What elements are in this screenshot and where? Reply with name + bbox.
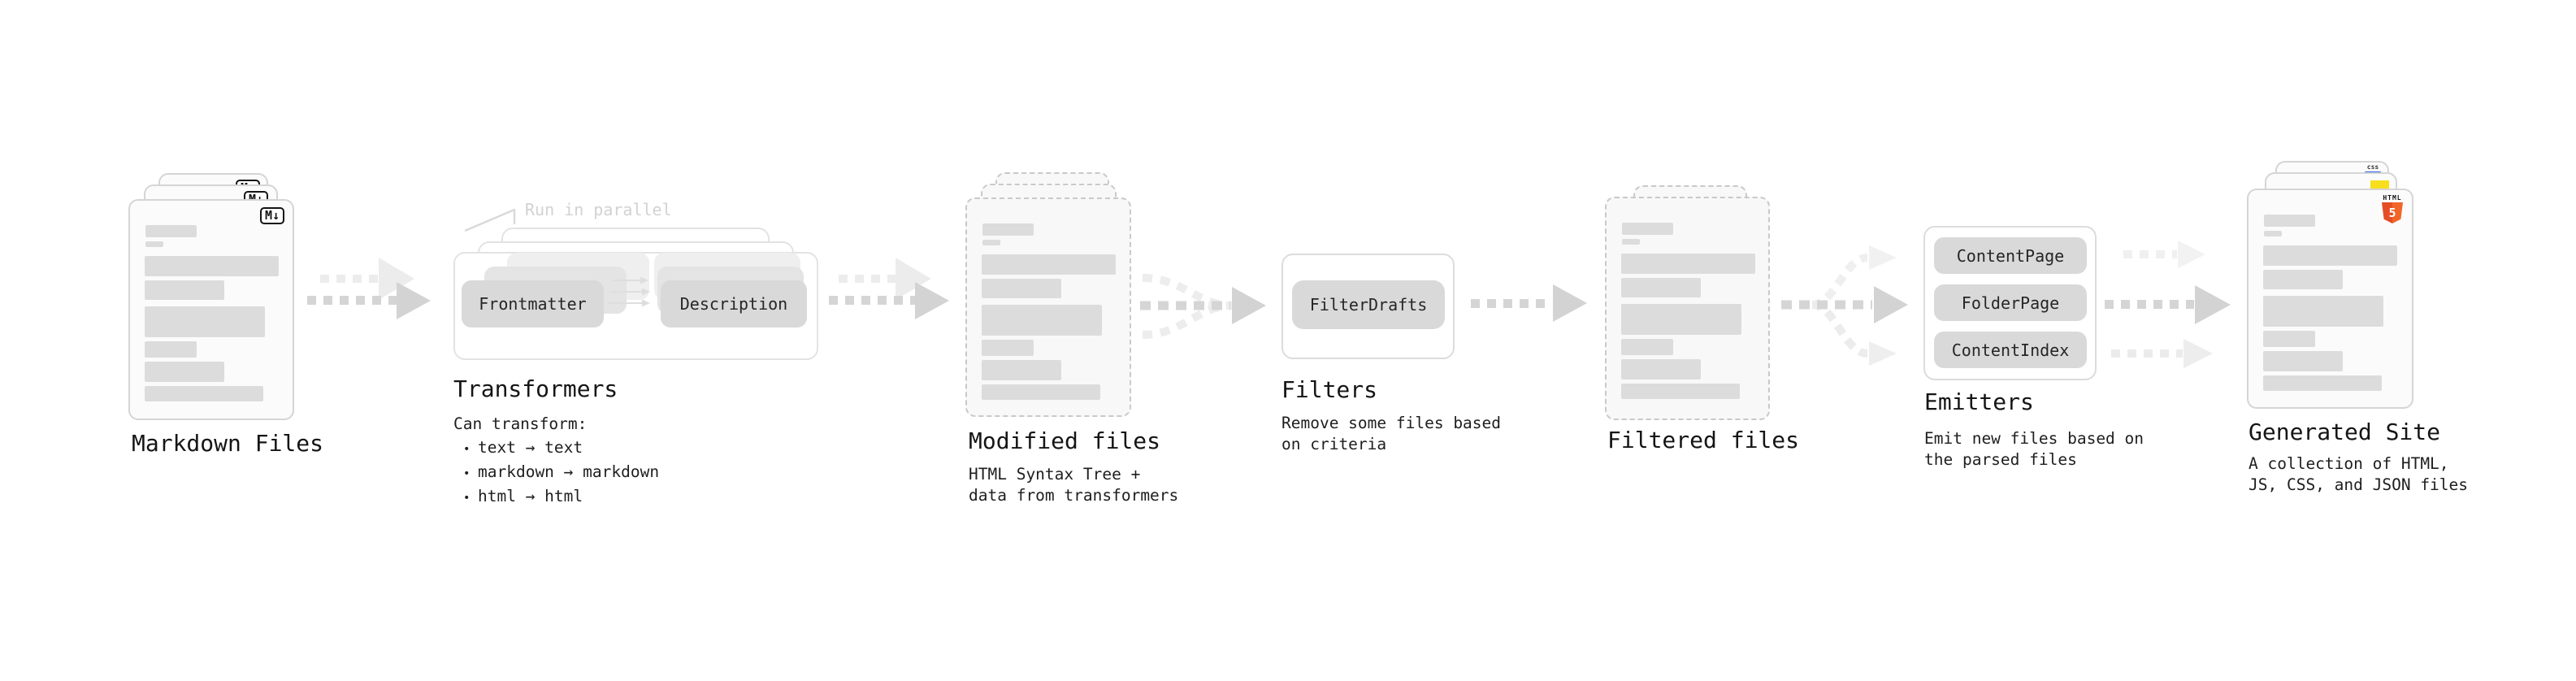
- doc-content-bar: [2263, 351, 2343, 371]
- doc-content-bar: [145, 256, 279, 276]
- modified-file-card-front: [965, 197, 1131, 417]
- list-item: • text → text: [463, 436, 659, 461]
- doc-content-bar: [982, 340, 1034, 356]
- doc-content-bar: [982, 360, 1061, 380]
- arrow-modified-to-filters: [1140, 274, 1266, 339]
- filters-note: Remove some files based on criteria: [1281, 414, 1502, 453]
- filter-drafts-box: FilterDrafts: [1292, 280, 1445, 329]
- description-box: Description: [661, 280, 807, 327]
- doc-content-bar: [982, 223, 1034, 236]
- generated-site-note: A collection of HTML, JS, CSS, and JSON …: [2249, 454, 2469, 494]
- doc-content-bar: [145, 386, 263, 401]
- doc-content-bar: [982, 305, 1102, 336]
- markdown-file-card-front: M↓: [128, 199, 294, 420]
- doc-content-bar: [2263, 331, 2315, 347]
- transformers-bullet-list: • text → text • markdown → markdown • ht…: [463, 436, 659, 510]
- doc-content-bar: [145, 225, 197, 237]
- doc-content-bar: [145, 306, 265, 337]
- bullet-icon: •: [463, 492, 471, 505]
- content-index-label: ContentIndex: [1951, 340, 2070, 360]
- frontmatter-box: Frontmatter: [462, 280, 604, 327]
- generated-site-label: Generated Site: [2249, 419, 2441, 445]
- doc-content-bar: [1621, 254, 1755, 274]
- doc-content-bar: [1622, 239, 1640, 245]
- modified-files-label: Modified files: [969, 427, 1161, 454]
- doc-content-bar: [982, 240, 1000, 245]
- doc-content-bar: [1621, 384, 1740, 399]
- doc-content-bar: [1621, 359, 1701, 380]
- folder-page-label: FolderPage: [1961, 293, 2060, 313]
- doc-content-bar: [1621, 304, 1741, 335]
- doc-content-bar: [2264, 215, 2315, 227]
- list-item: • html → html: [463, 485, 659, 510]
- filters-label: Filters: [1281, 376, 1378, 403]
- doc-content-bar: [2264, 231, 2282, 236]
- frontmatter-box-label: Frontmatter: [479, 294, 587, 314]
- bullet-icon: •: [463, 467, 471, 480]
- arrow-filtered-to-emitters: [1781, 245, 1908, 366]
- doc-content-bar: [2263, 375, 2382, 391]
- folder-page-box: FolderPage: [1934, 284, 2087, 321]
- doc-content-bar: [145, 341, 197, 358]
- filtered-file-card-front: [1605, 197, 1770, 420]
- doc-content-bar: [2263, 296, 2383, 327]
- bullet-icon: •: [463, 443, 471, 456]
- annotation-leader-line: [464, 208, 516, 232]
- markdown-files-label: Markdown Files: [132, 430, 324, 457]
- modified-files-note: HTML Syntax Tree + data from transformer…: [969, 465, 1179, 505]
- transformers-note-title: Can transform:: [453, 414, 588, 433]
- doc-content-bar: [1621, 339, 1673, 355]
- doc-content-bar: [2263, 245, 2397, 266]
- doc-content-bar: [145, 362, 224, 382]
- content-page-box: ContentPage: [1934, 237, 2087, 274]
- run-in-parallel-annotation: Run in parallel: [525, 200, 672, 219]
- parallel-arrows-icon: [608, 276, 650, 307]
- doc-content-bar: [982, 279, 1061, 298]
- emitters-note: Emit new files based on the parsed files: [1924, 429, 2144, 469]
- filter-drafts-label: FilterDrafts: [1309, 295, 1428, 314]
- emitters-label: Emitters: [1924, 388, 2034, 415]
- doc-content-bar: [145, 241, 163, 247]
- doc-content-bar: [982, 384, 1100, 400]
- description-box-label: Description: [679, 294, 788, 314]
- html5-icon: HTML 5: [2382, 194, 2403, 223]
- content-index-box: ContentIndex: [1934, 332, 2087, 368]
- doc-content-bar: [2263, 270, 2343, 289]
- doc-content-bar: [982, 254, 1116, 275]
- doc-content-bar: [1622, 223, 1673, 235]
- list-item: • markdown → markdown: [463, 461, 659, 485]
- js-icon: [2370, 180, 2389, 190]
- markdown-icon: M↓: [259, 207, 284, 224]
- generated-file-card-front: HTML 5: [2247, 189, 2413, 409]
- doc-content-bar: [145, 280, 224, 300]
- content-page-label: ContentPage: [1956, 245, 2065, 266]
- doc-content-bar: [1621, 278, 1701, 297]
- filtered-files-label: Filtered files: [1607, 427, 1800, 453]
- transformers-label: Transformers: [453, 375, 618, 402]
